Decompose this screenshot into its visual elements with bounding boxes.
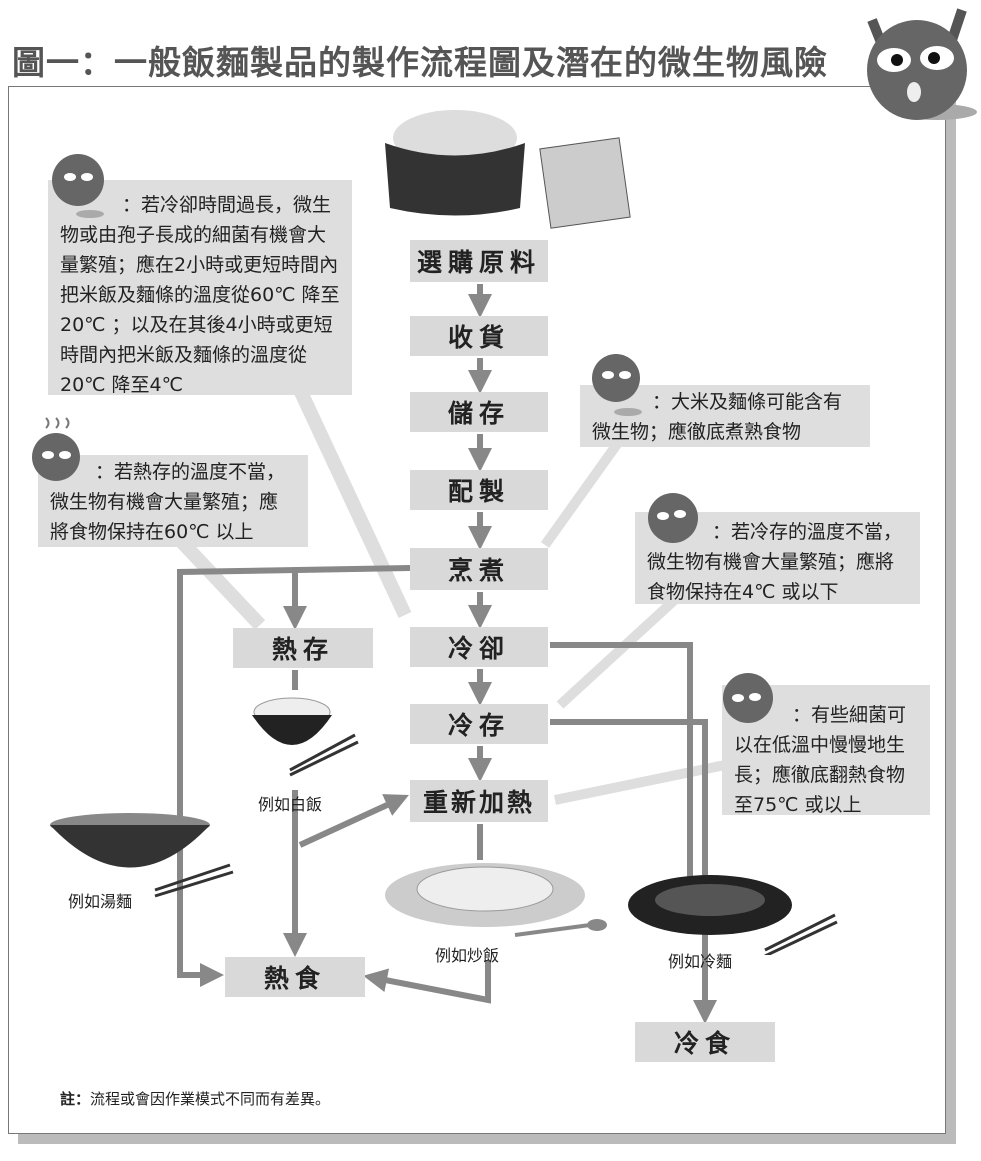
soup-noodle-icon xyxy=(50,813,234,898)
callout-cooking: ：大米及麵條可能含有微生物；應徹底煮熟食物 xyxy=(580,385,870,447)
devil-face-icon xyxy=(52,154,104,218)
step-buy-ingredients: 選購原料 xyxy=(410,240,548,282)
example-white-rice: 例如白飯 xyxy=(258,795,323,814)
callout-text: ：有些細菌可以在低溫中慢慢地生長；應徹底翻熱食物至75℃ 或以上 xyxy=(734,704,907,816)
devil-face-icon xyxy=(592,354,642,416)
step-cool: 冷卻 xyxy=(410,627,548,667)
step-receive: 收貨 xyxy=(410,316,548,356)
note-label: 註： xyxy=(60,1090,91,1108)
step-cold-serve: 冷食 xyxy=(635,1022,775,1062)
step-hot-serve: 熱食 xyxy=(225,957,365,997)
step-cold-store: 冷存 xyxy=(410,704,548,744)
example-cold-noodle: 例如冷麵 xyxy=(668,952,733,971)
step-prepare: 配製 xyxy=(410,470,548,510)
callout-text: ：若冷存的溫度不當，微生物有機會大量繁殖；應將食物保持在4℃ 或以下 xyxy=(647,521,903,603)
note-text: 流程或會因作業模式不同而有差異。 xyxy=(90,1090,331,1108)
rice-sack-icon xyxy=(385,110,631,229)
step-hot-hold: 熱存 xyxy=(233,628,373,668)
callout-text: ：若冷卻時間過長，微生物或由孢子長成的細菌有機會大量繁殖；應在2小時或更短時間內… xyxy=(60,194,340,396)
step-store: 儲存 xyxy=(410,392,548,432)
callout-cold-store: ：若冷存的溫度不當，微生物有機會大量繁殖；應將食物保持在4℃ 或以下 xyxy=(635,512,920,604)
cold-noodle-icon xyxy=(628,875,838,955)
example-fried-rice: 例如炒飯 xyxy=(435,946,500,965)
devil-mascot-icon xyxy=(867,8,977,120)
devil-face-icon xyxy=(32,417,80,481)
callout-hot-hold: ：若熱存的溫度不當，微生物有機會大量繁殖；應將食物保持在60℃ 以上 xyxy=(38,455,308,547)
fried-rice-icon xyxy=(385,863,607,937)
example-soup-noodle: 例如湯麵 xyxy=(68,892,133,911)
page-title: 圖一：一般飯麵製品的製作流程圖及潛在的微生物風險 xyxy=(12,43,828,82)
footnote: 註：流程或會因作業模式不同而有差異。 xyxy=(60,1088,330,1109)
step-reheat: 重新加熱 xyxy=(410,780,548,822)
rice-bowl-icon xyxy=(252,697,359,777)
devil-face-icon xyxy=(723,673,773,723)
devil-face-icon xyxy=(648,493,698,543)
callout-text: ：若熱存的溫度不當，微生物有機會大量繁殖；應將食物保持在60℃ 以上 xyxy=(50,461,286,543)
step-cook: 烹煮 xyxy=(410,548,548,590)
callout-text: ：大米及麵條可能含有微生物；應徹底煮熟食物 xyxy=(592,391,843,443)
